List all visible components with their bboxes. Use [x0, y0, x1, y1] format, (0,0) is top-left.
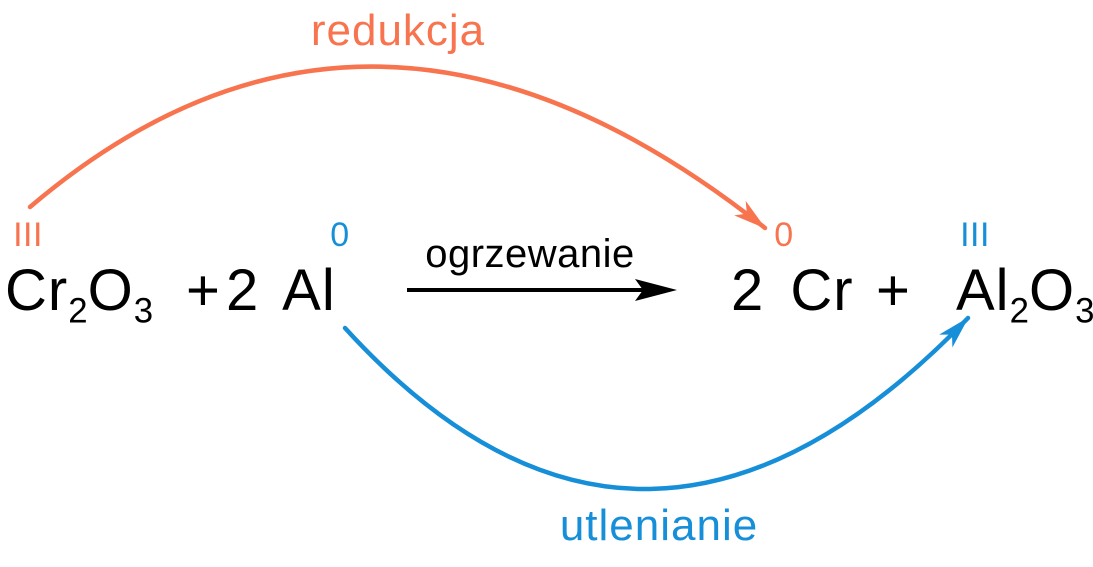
formula-al2o3: Al2O3 — [956, 258, 1093, 328]
oxidation-state-cr2o3: III — [13, 216, 43, 254]
formula-2cr: 2 Cr — [731, 258, 854, 323]
plus-sign-right: + — [876, 258, 911, 323]
reaction-arrow — [407, 279, 677, 301]
reduction-arrow — [27, 64, 768, 231]
oxidation-arrow — [342, 315, 971, 492]
oxidation-label: utlenianie — [559, 501, 759, 550]
element-symbol: Al — [956, 258, 1010, 323]
formula-cr2o3: Cr2O3 — [5, 258, 153, 328]
element-symbol: O — [87, 258, 134, 323]
reduction-label: redukcja — [310, 6, 486, 55]
condition-label: ogrzewanie — [425, 232, 635, 276]
subscript: 2 — [68, 291, 88, 331]
element-symbol: Cr — [5, 258, 69, 323]
formula-2al: 2 Al — [226, 258, 336, 323]
element-symbol: O — [1028, 258, 1076, 323]
subscript: 3 — [1075, 291, 1093, 331]
plus-sign-left: + — [186, 258, 221, 323]
subscript: 2 — [1009, 291, 1029, 331]
oxidation-state-al: 0 — [330, 216, 350, 254]
oxidation-state-al2o3: III — [960, 216, 990, 254]
oxidation-state-cr: 0 — [774, 216, 794, 254]
reaction-arrowhead-icon — [635, 279, 677, 301]
subscript: 3 — [133, 291, 154, 331]
